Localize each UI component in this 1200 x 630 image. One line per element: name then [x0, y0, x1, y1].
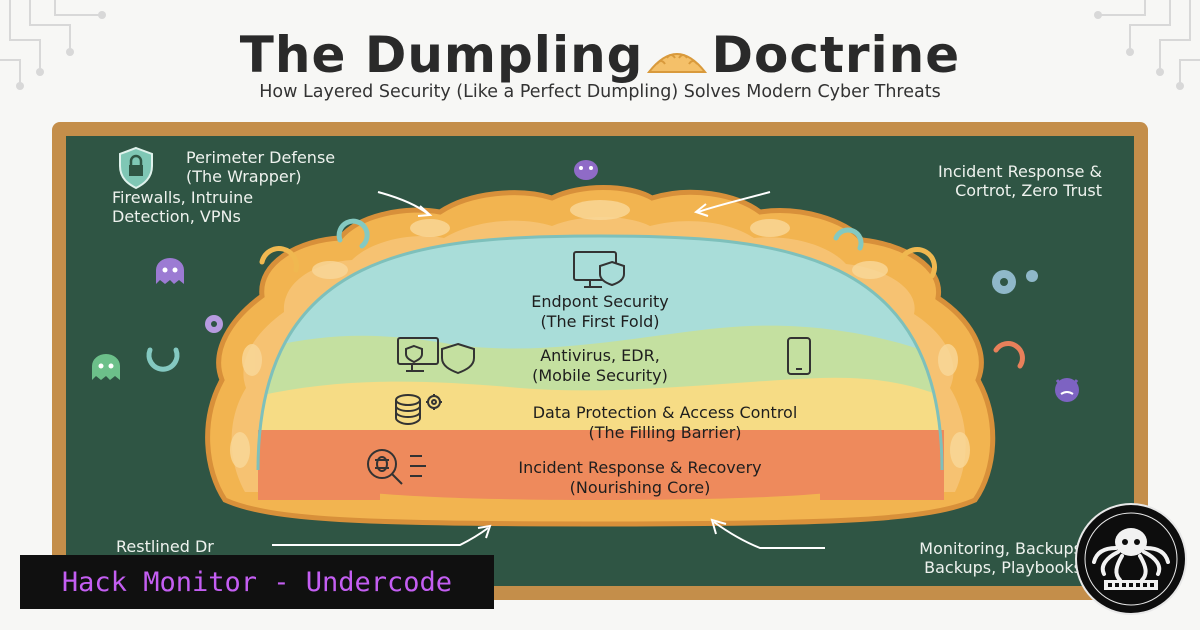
ghost-icon [92, 354, 120, 380]
monitoring-label: Monitoring, Backups Backups, Playbooks [820, 539, 1082, 577]
circuit-decoration-right [1094, 0, 1200, 90]
recovery-line1: Incident Response & Recovery [518, 458, 762, 477]
recovery-line2: (Nourishing Core) [569, 478, 711, 497]
perimeter-title-line2: (The Wrapper) [186, 167, 302, 186]
data-line1: Data Protection & Access Control [532, 403, 798, 422]
title-right: Doctrine [711, 26, 961, 84]
perimeter-desc: Firewalls, Intruine Detection, VPNs [112, 188, 253, 226]
antivirus-line2: (Mobile Security) [532, 366, 668, 385]
recovery-text: Incident Response & Recovery (Nourishing… [430, 458, 850, 498]
perimeter-desc-line2: Detection, VPNs [112, 207, 241, 226]
incident-top-label: Incident Response & Cortrot, Zero Trust [840, 162, 1102, 200]
bug-magnifier-icon [367, 449, 426, 485]
endpoint-text: Endpont Security (The First Fold) [450, 292, 750, 332]
incident-top-line1: Incident Response & [937, 162, 1102, 181]
database-gear-icon [395, 394, 442, 426]
devil-icon [1055, 378, 1079, 402]
antivirus-text: Antivirus, EDR, (Mobile Security) [460, 346, 740, 386]
shield-lock-icon [119, 146, 153, 190]
data-protection-text: Data Protection & Access Control (The Fi… [440, 403, 890, 443]
brand-banner: Hack Monitor - Undercode [20, 555, 494, 609]
endpoint-line1: Endpont Security [531, 292, 669, 311]
data-line2: (The Filling Barrier) [588, 423, 742, 442]
bug-icon [574, 160, 598, 180]
monitoring-line2: Backups, Playbooks [924, 558, 1082, 577]
arrow-icon [146, 218, 1025, 372]
perimeter-title-line1: Perimeter Defense [186, 148, 336, 167]
monitoring-line1: Monitoring, Backups [919, 539, 1082, 558]
monitor-shield-icon [573, 251, 625, 288]
perimeter-desc-line1: Firewalls, Intruine [112, 188, 254, 207]
gear-icon [992, 270, 1038, 294]
octopus-logo [1075, 503, 1187, 615]
antivirus-monitor-icon [397, 337, 475, 375]
recovery-base [258, 430, 944, 500]
page-title: The Dumpling Doctrine [0, 26, 1200, 84]
ghost-icon [156, 258, 184, 284]
endpoint-line2: (The First Fold) [540, 312, 660, 331]
circuit-decoration-left [0, 0, 106, 90]
perimeter-title: Perimeter Defense (The Wrapper) [186, 148, 335, 186]
subtitle: How Layered Security (Like a Perfect Dum… [259, 82, 941, 102]
antivirus-line1: Antivirus, EDR, [540, 346, 660, 365]
phone-icon [787, 337, 811, 375]
incident-top-line2: Cortrot, Zero Trust [955, 181, 1102, 200]
title-left: The Dumpling [239, 26, 644, 84]
gear-icon [205, 315, 223, 333]
restlined-label: Restlined Dr [116, 537, 214, 556]
dumpling-icon [647, 52, 708, 73]
